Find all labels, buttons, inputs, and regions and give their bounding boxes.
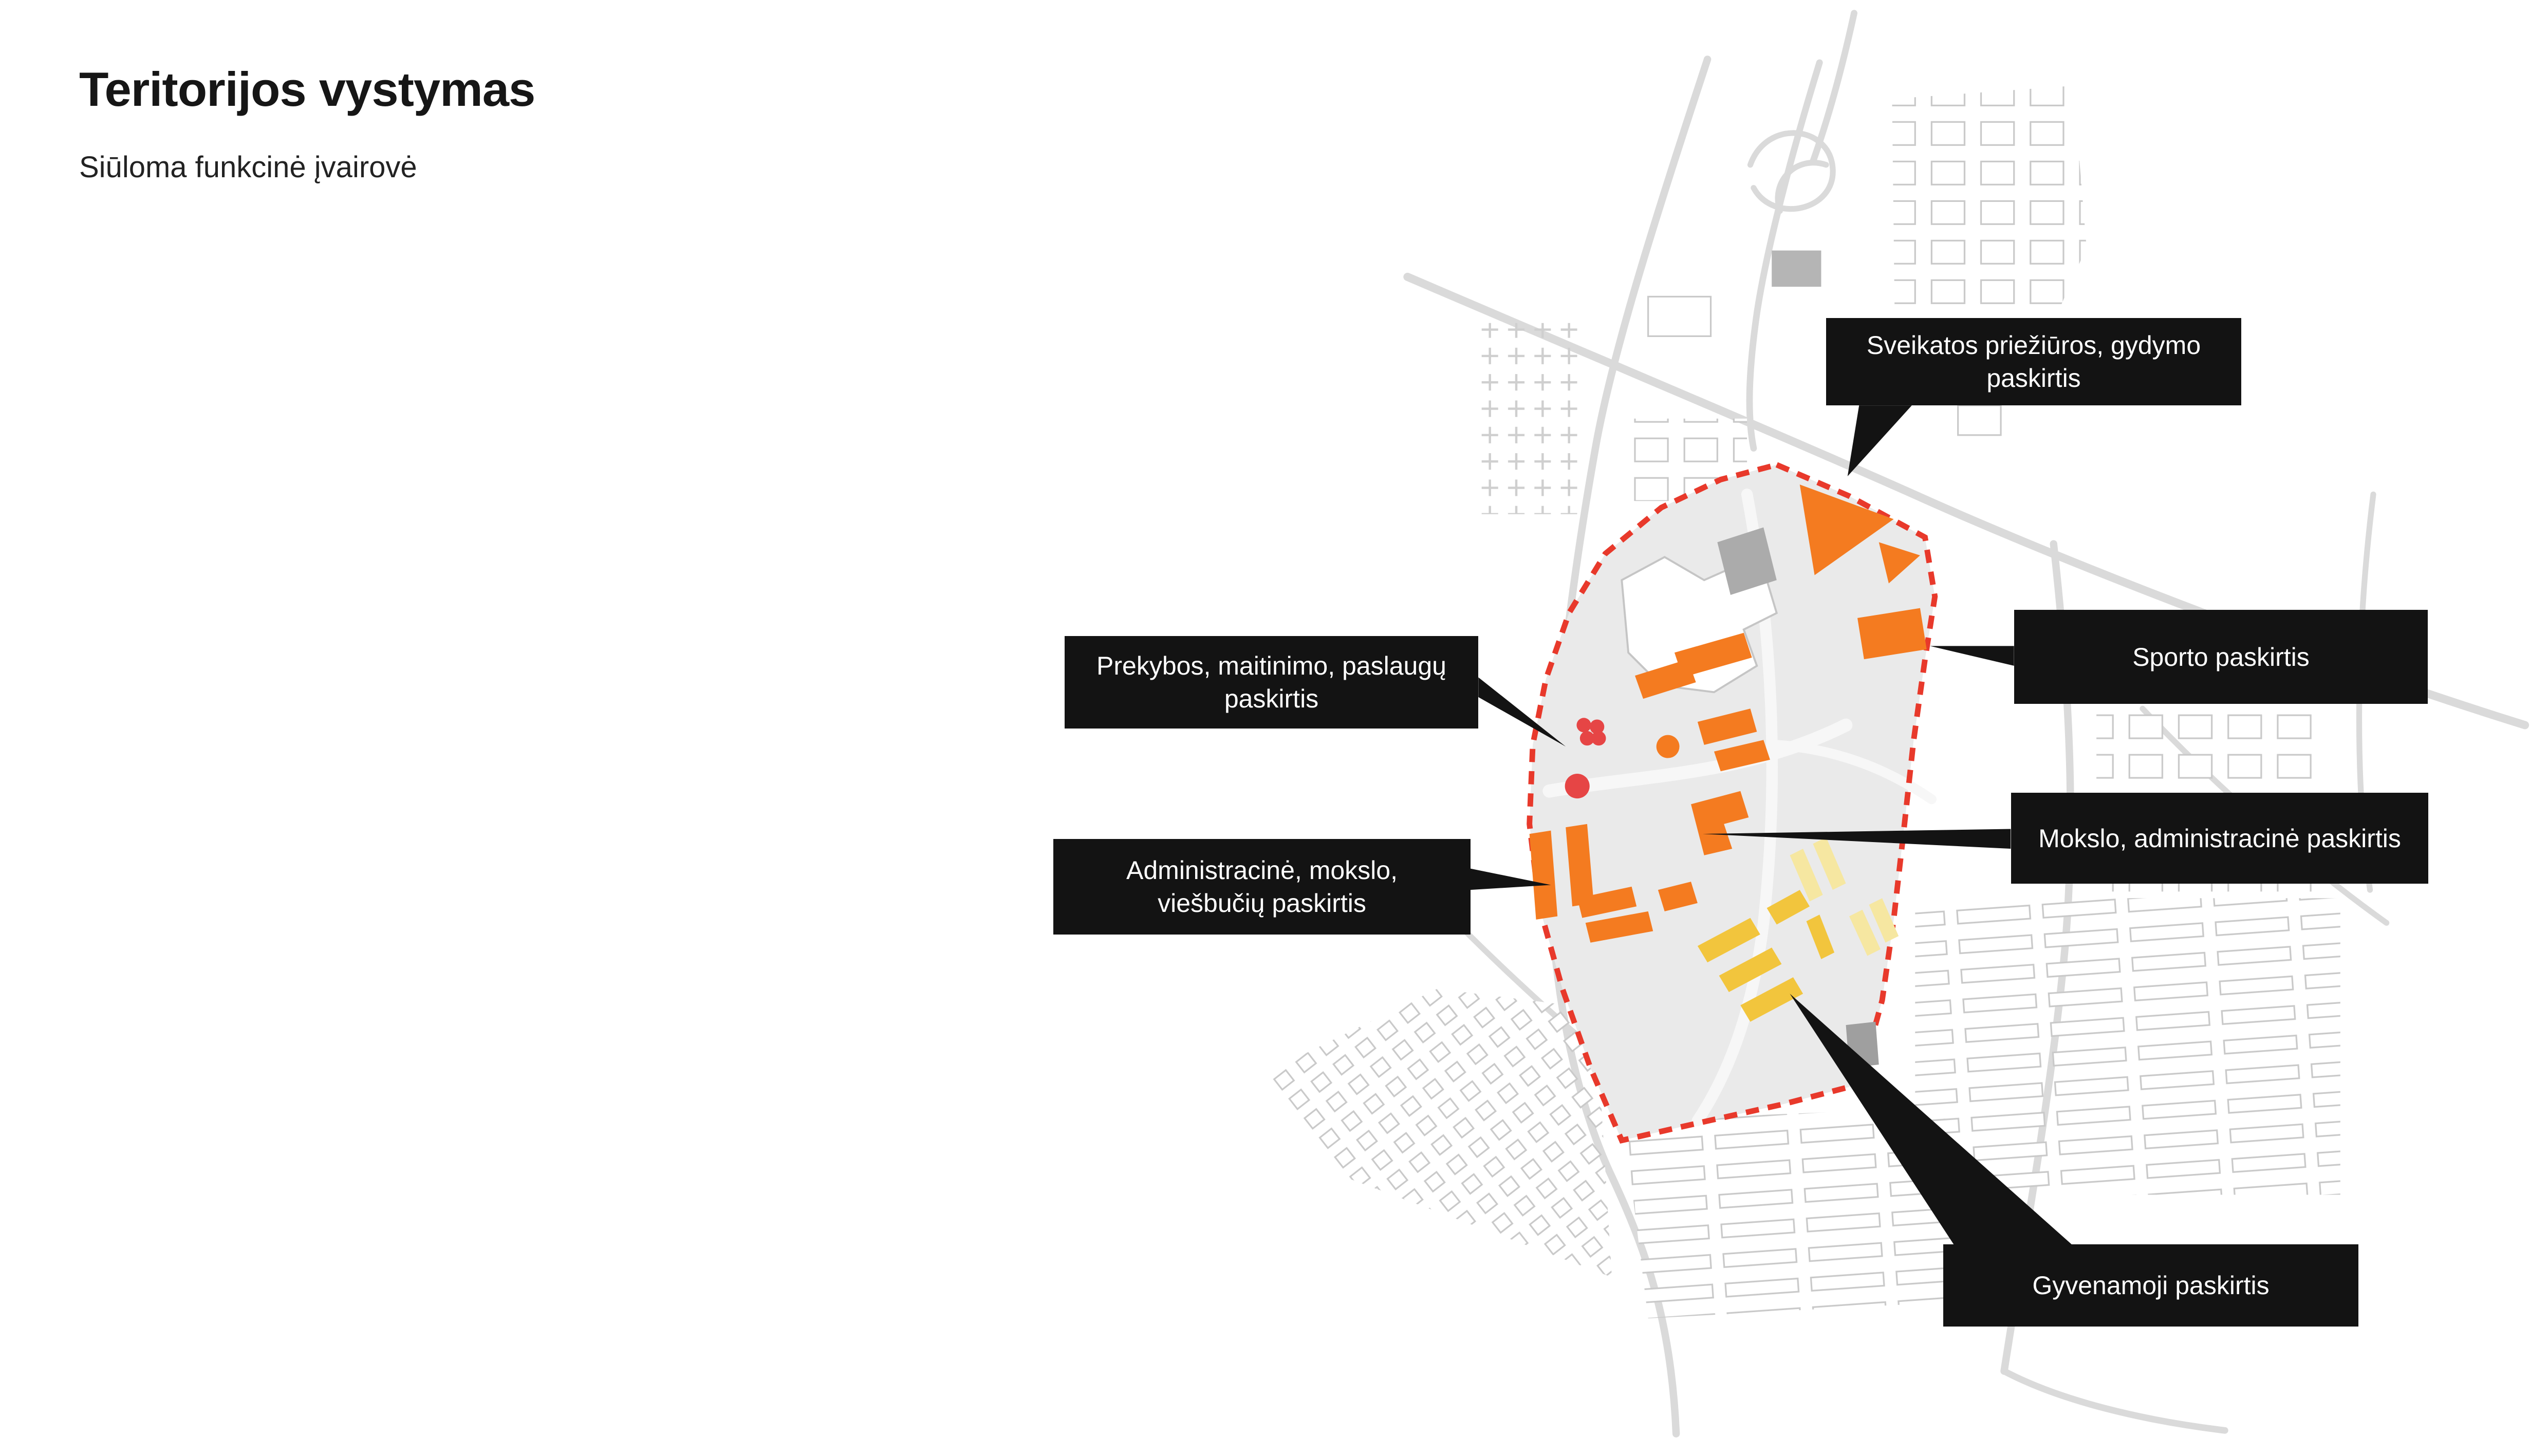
- callout-healthcare-label: Sveikatos priežiūros, gydymo paskirtis: [1866, 331, 2201, 393]
- trees: [1475, 323, 1577, 514]
- page-subtitle: Siūloma funkcinė įvairovė: [79, 151, 417, 184]
- callout-science-admin: Mokslo, administracinė paskirtis: [2011, 793, 2428, 884]
- zone-admin-science-buildings: [1529, 632, 1770, 943]
- arrow-residential: [1790, 994, 2074, 1246]
- callout-healthcare: Sveikatos priežiūros, gydymo paskirtis: [1826, 318, 2241, 405]
- zone-residential-buildings-light: [1790, 837, 1899, 956]
- callout-sport: Sporto paskirtis: [2014, 610, 2428, 704]
- arrow-retail: [1478, 677, 1566, 747]
- page-title: Teritorijos vystymas: [79, 62, 535, 116]
- arrow-sport: [1930, 646, 2014, 666]
- callout-admin-science-hotels-label: Administracinė, mokslo, viešbučių paskir…: [1126, 856, 1398, 918]
- arrow-science-admin: [1702, 829, 2011, 849]
- callout-retail: Prekybos, maitinimo, paslaugų paskirtis: [1065, 636, 1478, 729]
- zone-retail-buildings: [1565, 718, 1606, 799]
- arrow-healthcare: [1847, 405, 1912, 477]
- callout-residential: Gyvenamoji paskirtis: [1943, 1244, 2358, 1327]
- zone-residential-buildings-dark: [1697, 890, 1835, 1022]
- callout-admin-science-hotels: Administracinė, mokslo, viešbučių paskir…: [1053, 839, 1471, 935]
- zone-healthcare-buildings: [1799, 484, 1920, 584]
- zone-sport-buildings: [1857, 608, 1927, 660]
- callout-sport-label: Sporto paskirtis: [2132, 642, 2310, 671]
- callout-residential-label: Gyvenamoji paskirtis: [2032, 1271, 2270, 1300]
- slide-header: Teritorijos vystymas Siūloma funkcinė įv…: [79, 62, 535, 184]
- callout-retail-label: Prekybos, maitinimo, paslaugų paskirtis: [1096, 651, 1446, 713]
- callout-science-admin-label: Mokslo, administracinė paskirtis: [2038, 824, 2401, 853]
- callout-arrows: [1470, 405, 2074, 1246]
- site-boundary: [1527, 461, 1938, 1144]
- arrow-admin: [1470, 868, 1551, 890]
